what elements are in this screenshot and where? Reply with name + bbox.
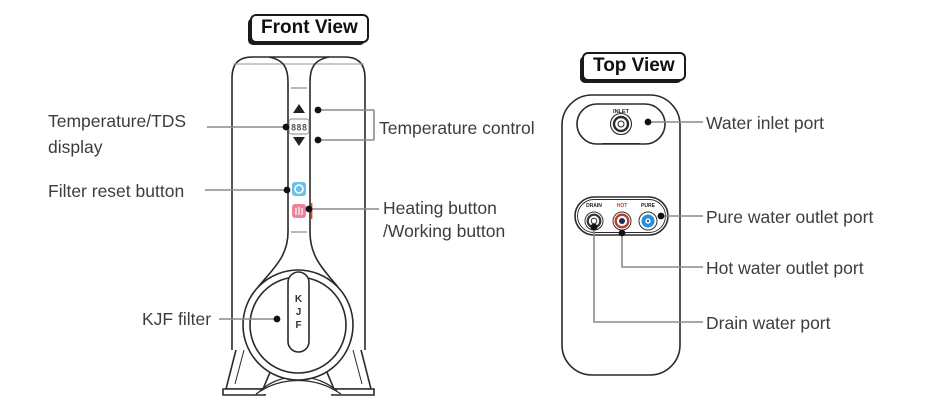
pure-port-label: PURE <box>641 203 656 209</box>
leader-lines <box>205 106 703 323</box>
filter-reset-icon <box>292 182 306 196</box>
top-view-title: Top View <box>582 52 686 81</box>
leader-temp-control <box>314 106 375 144</box>
kjf-letter-k: K <box>295 294 303 305</box>
inlet-port-label: INLET <box>613 109 630 115</box>
leader-water-inlet <box>644 118 703 126</box>
label-temp-tds-display: Temperature/TDS display <box>48 108 186 160</box>
label-pure-outlet: Pure water outlet port <box>706 207 874 227</box>
tds-display-value: 888 <box>291 124 307 134</box>
label-drain-water: Drain water port <box>706 313 831 333</box>
temp-up-icon <box>293 104 305 113</box>
inlet-port <box>609 112 633 136</box>
leader-heating <box>305 205 379 213</box>
front-device-feet <box>222 340 375 396</box>
label-water-inlet: Water inlet port <box>706 113 825 133</box>
front-view-title: Front View <box>250 14 369 43</box>
leader-hot-outlet <box>618 229 703 268</box>
hot-port <box>612 211 632 231</box>
hot-port-label: HOT <box>617 203 628 209</box>
label-heating-line2: /Working button <box>383 221 506 241</box>
leader-drain <box>590 223 703 323</box>
channel-funnel-right <box>309 231 339 288</box>
kjf-filter-capsule <box>287 271 310 353</box>
label-filter-reset: Filter reset button <box>48 181 185 201</box>
drain-port-label: DRAIN <box>586 203 602 209</box>
label-heating-line1: Heating button <box>383 198 497 218</box>
temp-down-icon <box>293 137 305 146</box>
leader-pure-outlet <box>657 212 703 220</box>
label-heating-working: Heating button /Working button <box>383 197 505 243</box>
front-device-body <box>231 56 366 350</box>
top-port-labels: INLET DRAIN HOT PURE <box>586 109 656 209</box>
label-temp-control: Temperature control <box>379 118 535 138</box>
label-temp-tds-line1: Temperature/TDS <box>48 111 187 131</box>
kjf-letter-f: F <box>295 320 301 331</box>
pure-port <box>638 211 658 231</box>
control-channel-right <box>309 56 330 232</box>
leader-temp-display <box>207 123 290 131</box>
channel-funnel-left <box>257 231 289 288</box>
control-channel-left <box>268 56 289 232</box>
label-kjf-filter: KJF filter <box>142 309 212 329</box>
label-hot-outlet: Hot water outlet port <box>706 258 864 278</box>
leader-kjf-filter <box>219 315 281 323</box>
kjf-letters: K J F <box>295 294 303 331</box>
leader-filter-reset <box>205 186 291 194</box>
front-device <box>222 56 375 396</box>
kjf-letter-j: J <box>296 307 302 318</box>
label-temp-tds-line2: display <box>48 137 103 157</box>
